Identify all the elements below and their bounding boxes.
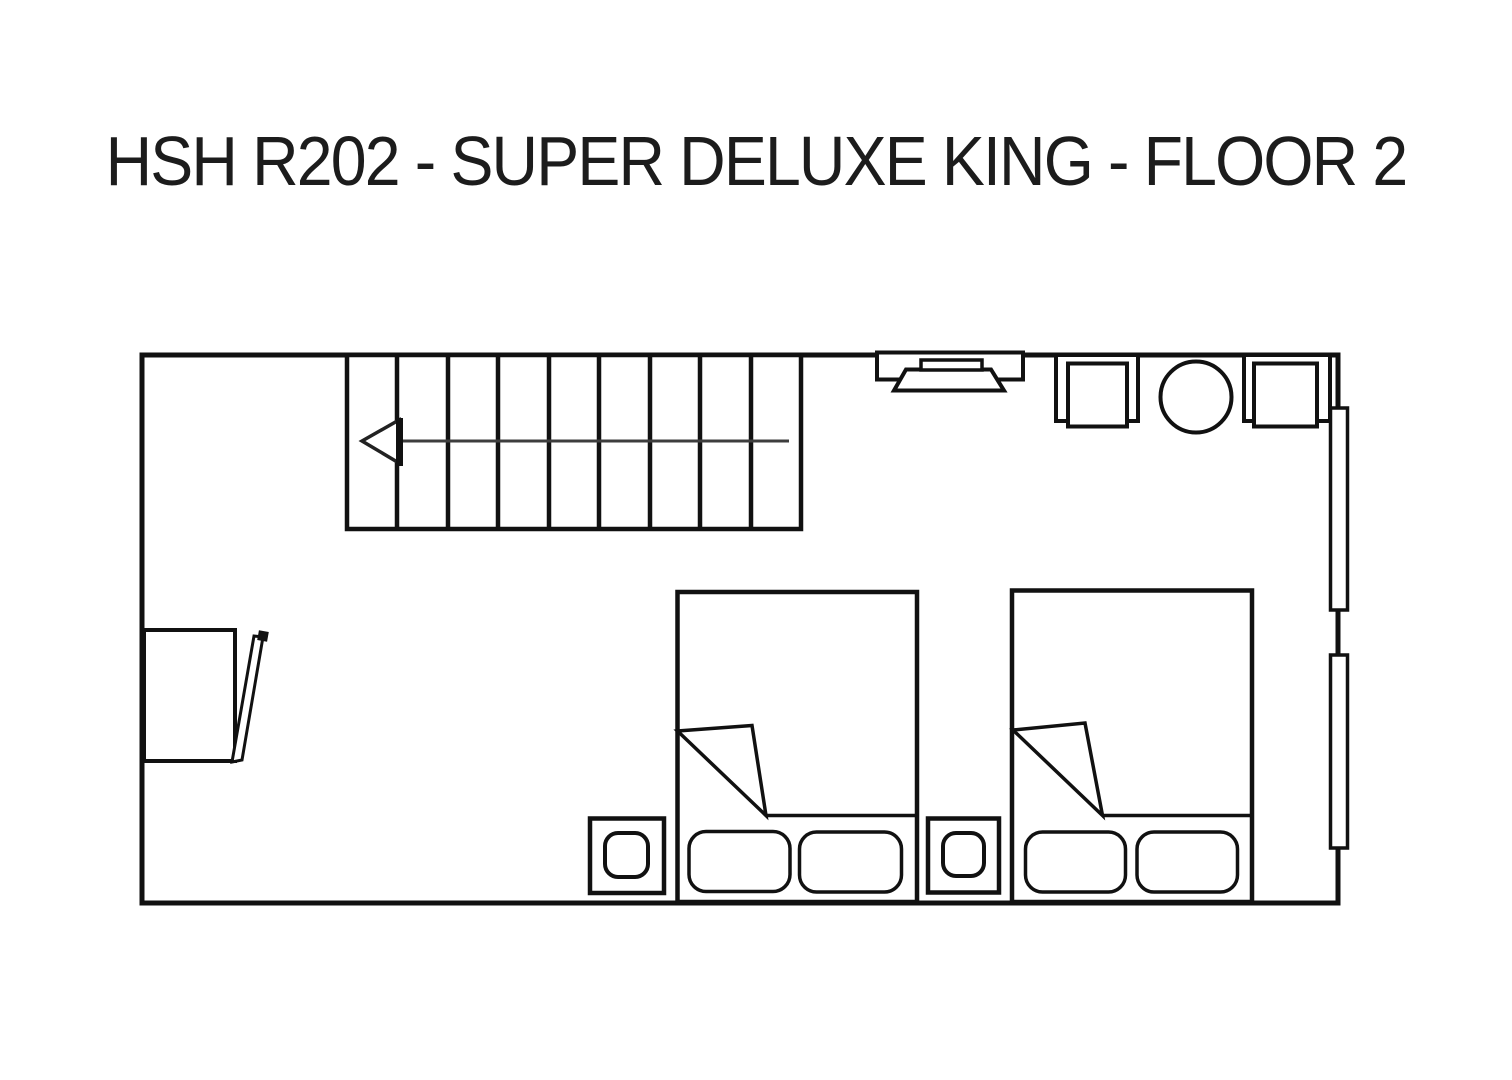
page-title: HSH R202 - SUPER DELUXE KING - FLOOR 2 [105,122,1409,200]
tv-console-symbol [875,350,1025,393]
door-knob [257,630,269,642]
entry-door-symbol [142,628,269,764]
lamp-icon [603,831,650,879]
bed-right-symbol [1009,588,1255,905]
pillow [1023,830,1128,894]
lamp-icon [941,831,986,878]
round-table-symbol [1158,359,1234,435]
pillow [797,830,904,894]
window-upper-symbol [1328,406,1350,612]
pillow [687,829,792,894]
staircase-symbol [344,352,804,532]
armchair-right-symbol [1242,353,1332,429]
folded-sheet [1009,721,1106,821]
folded-sheet [673,723,769,821]
window-lower-symbol [1328,653,1350,850]
pillow [1135,830,1240,894]
stair-direction-arrow-icon [358,416,789,467]
bed-left-symbol [673,589,920,905]
nightstand-middle-symbol [925,816,1002,895]
nightstand-left-symbol [587,816,667,896]
armchair-left-symbol [1054,353,1140,429]
